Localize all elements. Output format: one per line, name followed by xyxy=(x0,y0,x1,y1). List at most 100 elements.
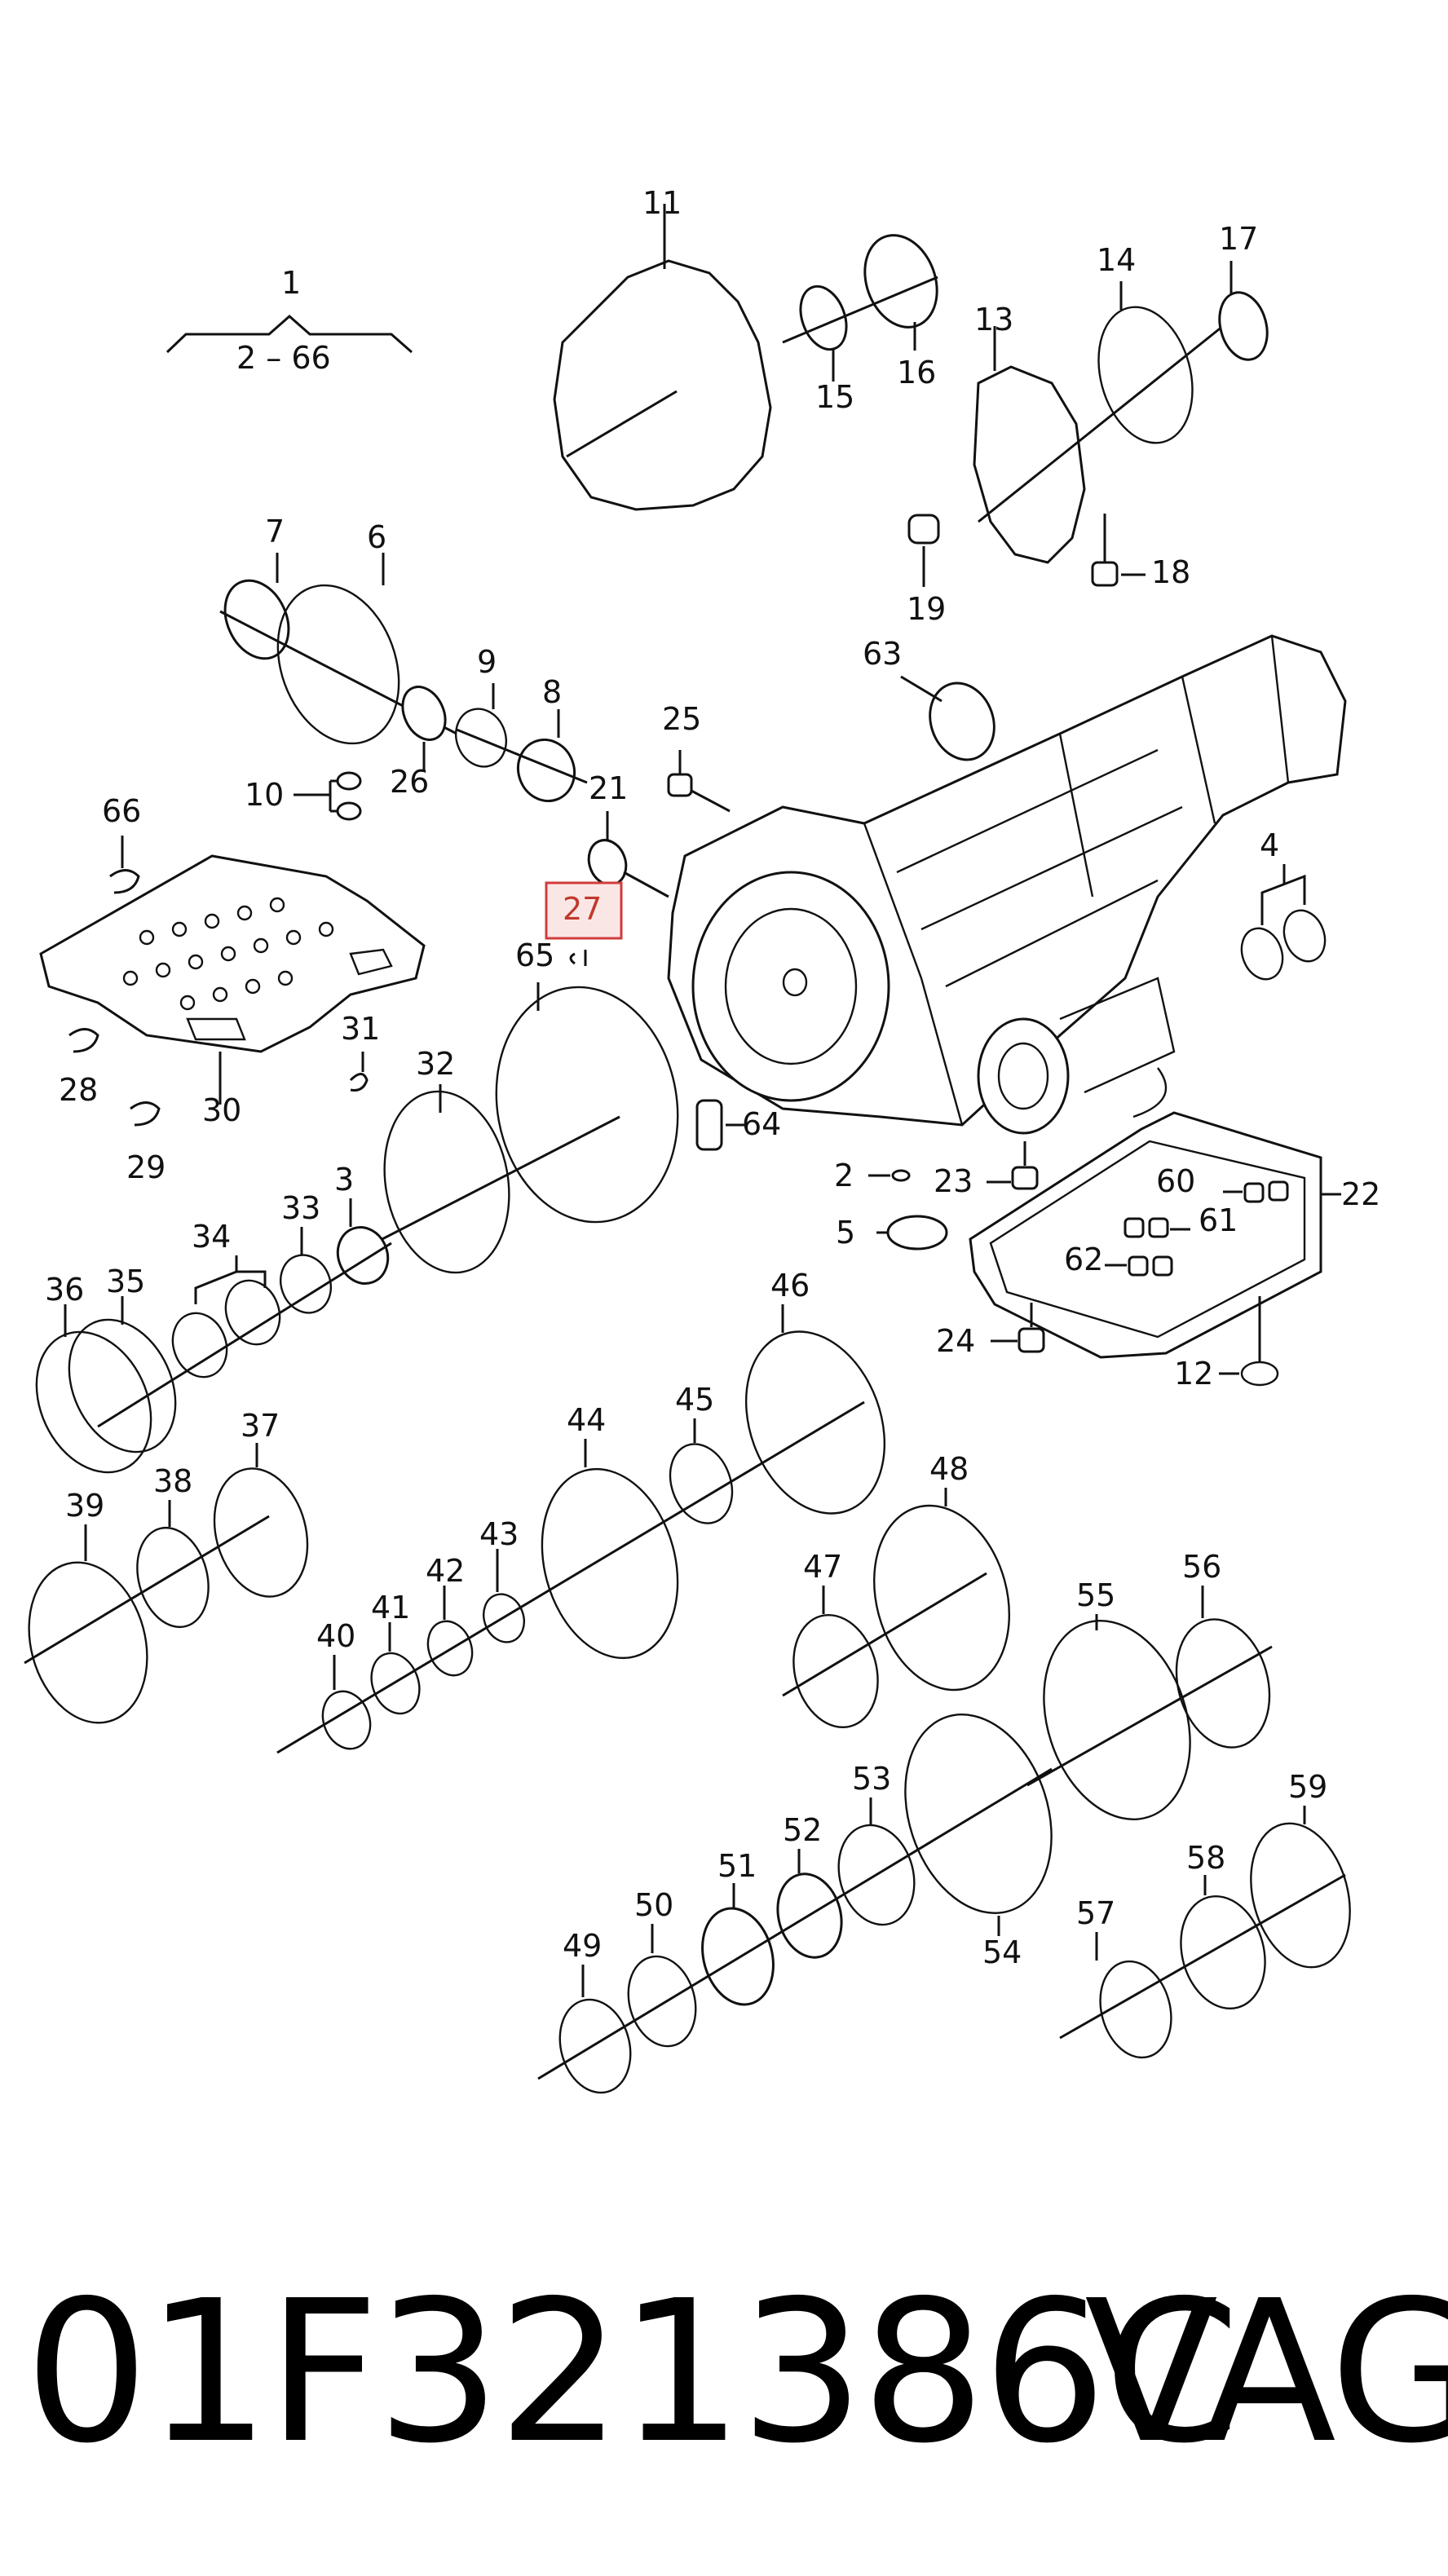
clip-28 xyxy=(68,1028,99,1053)
ring-49 xyxy=(558,1998,632,2094)
seal-36 xyxy=(35,1330,152,1474)
callout-22: 22 xyxy=(1341,1176,1380,1212)
callout-36: 36 xyxy=(45,1272,84,1308)
ring-41 xyxy=(370,1652,421,1715)
ring-40 xyxy=(321,1690,372,1750)
callout-62: 62 xyxy=(1064,1242,1103,1277)
o-ring-2 xyxy=(891,1169,911,1182)
callout-43: 43 xyxy=(479,1516,519,1552)
ring-4b xyxy=(1282,909,1327,963)
callout-27: 27 xyxy=(563,891,602,927)
callout-44: 44 xyxy=(567,1402,606,1438)
callout-59: 59 xyxy=(1288,1769,1327,1805)
callout-27-highlight xyxy=(545,881,623,966)
plug-10 xyxy=(294,771,362,821)
ring-42 xyxy=(426,1620,474,1677)
o-ring-65 xyxy=(495,986,679,1224)
callout-56: 56 xyxy=(1182,1549,1221,1585)
callout-18: 18 xyxy=(1151,554,1190,590)
callout-10: 10 xyxy=(245,777,284,813)
callout-39: 39 xyxy=(65,1488,104,1524)
ring-58 xyxy=(1180,1895,1266,2010)
callout-60: 60 xyxy=(1156,1163,1195,1199)
plug-24 xyxy=(1018,1327,1045,1353)
callout-65: 65 xyxy=(515,937,554,973)
ring-50 xyxy=(627,1955,697,2048)
plug-18 xyxy=(1091,561,1119,587)
o-ring-14 xyxy=(1097,306,1194,444)
callout-38: 38 xyxy=(153,1463,192,1499)
seal-3 xyxy=(336,1226,390,1285)
clip-66 xyxy=(109,869,140,894)
callout-21: 21 xyxy=(589,770,628,806)
seal-12 xyxy=(1240,1361,1279,1387)
o-ring-46 xyxy=(744,1330,886,1515)
seal-63 xyxy=(929,681,996,761)
group-range: 2 – 66 xyxy=(236,340,331,376)
brand-name: VAG xyxy=(1084,2258,1448,2486)
callout-13: 13 xyxy=(974,302,1013,337)
callout-11: 11 xyxy=(642,185,682,221)
callout-50: 50 xyxy=(634,1887,673,1923)
ring-45 xyxy=(669,1443,734,1524)
callout-51: 51 xyxy=(717,1848,757,1884)
ring-33 xyxy=(280,1254,332,1314)
callout-48: 48 xyxy=(929,1451,969,1487)
ring-59 xyxy=(1250,1822,1351,1969)
callout-24: 24 xyxy=(936,1323,975,1359)
clip-31 xyxy=(349,1073,369,1092)
callout-35: 35 xyxy=(106,1264,145,1299)
callout-58: 58 xyxy=(1186,1840,1225,1876)
callout-4: 4 xyxy=(1260,827,1279,863)
ring-34b xyxy=(171,1312,228,1378)
callout-61: 61 xyxy=(1199,1202,1238,1238)
callout-49: 49 xyxy=(563,1928,602,1964)
callout-64: 64 xyxy=(742,1106,781,1142)
o-ring-44 xyxy=(541,1467,679,1660)
callout-53: 53 xyxy=(852,1761,891,1797)
seal-15 xyxy=(799,285,848,351)
callout-7: 7 xyxy=(265,514,285,549)
callout-47: 47 xyxy=(803,1549,842,1585)
seal-17 xyxy=(1218,291,1269,361)
part-number: 01F321386C xyxy=(24,2258,1240,2486)
ring-4a xyxy=(1240,927,1284,981)
ring-57 xyxy=(1099,1960,1172,2059)
exploded-parts-diagram: 1 2 – 66 xyxy=(24,185,1380,2094)
magnets xyxy=(1105,1180,1289,1277)
plug-23 xyxy=(1011,1166,1039,1190)
callout-8: 8 xyxy=(542,674,562,710)
ring-34a xyxy=(224,1279,281,1346)
callout-54: 54 xyxy=(982,1934,1022,1970)
callout-29: 29 xyxy=(126,1149,166,1185)
callout-37: 37 xyxy=(241,1408,280,1444)
clip-29 xyxy=(130,1101,161,1127)
plug-19 xyxy=(907,514,940,545)
callout-12: 12 xyxy=(1174,1356,1213,1392)
callout-6: 6 xyxy=(367,519,386,555)
callout-55: 55 xyxy=(1076,1577,1115,1613)
cap-5 xyxy=(886,1215,948,1251)
callout-30: 30 xyxy=(202,1092,241,1128)
callout-46: 46 xyxy=(770,1268,810,1303)
callout-40: 40 xyxy=(316,1618,355,1654)
callout-31: 31 xyxy=(341,1011,380,1047)
plug-25 xyxy=(667,773,693,797)
callout-15: 15 xyxy=(815,379,854,415)
callout-52: 52 xyxy=(783,1812,822,1848)
callout-45: 45 xyxy=(675,1382,714,1418)
ring-38 xyxy=(136,1526,210,1629)
callout-2: 2 xyxy=(834,1158,854,1193)
bushing-64 xyxy=(695,1099,723,1151)
callout-32: 32 xyxy=(416,1046,455,1082)
o-ring-6 xyxy=(276,584,400,745)
callout-63: 63 xyxy=(863,636,902,672)
cover-13 xyxy=(973,365,1086,564)
callout-3: 3 xyxy=(334,1162,354,1198)
ring-9 xyxy=(455,708,507,768)
valve-body-gasket-30 xyxy=(39,854,426,1105)
callout-57: 57 xyxy=(1076,1895,1115,1931)
callout-9: 9 xyxy=(477,644,497,680)
oil-pan-gasket-22 xyxy=(969,1111,1322,1359)
